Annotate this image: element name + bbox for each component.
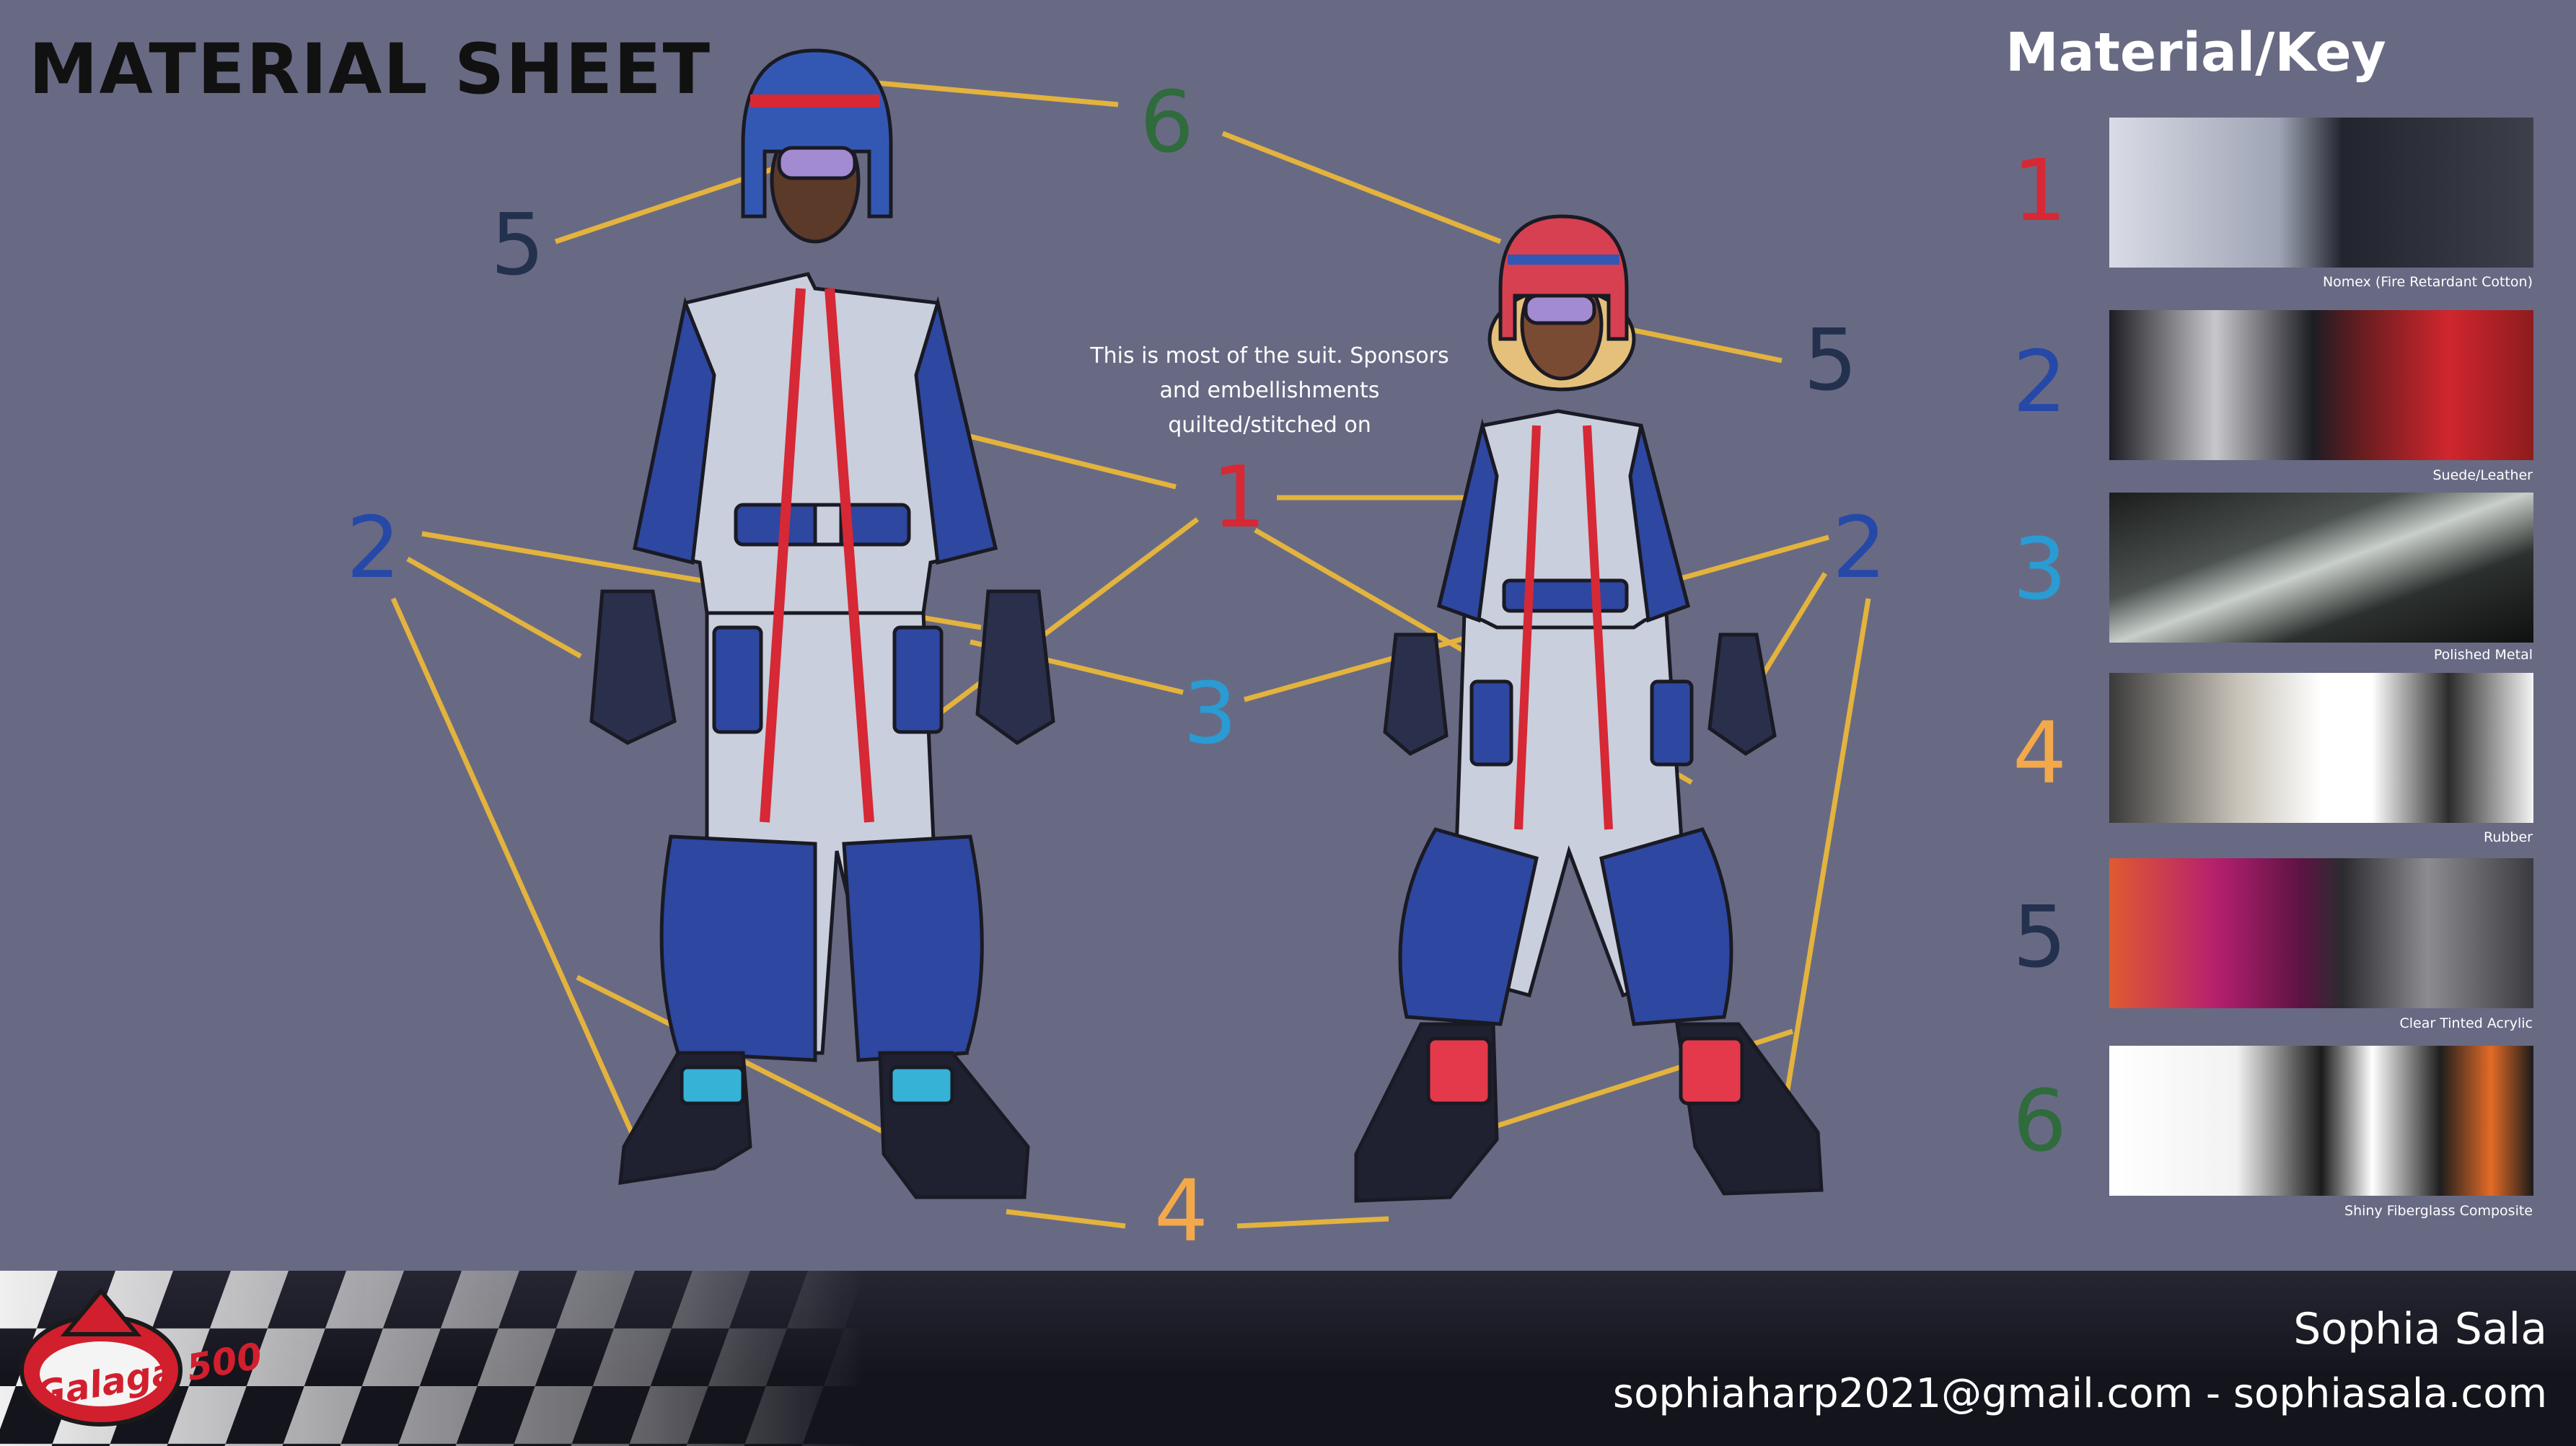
callout-4: 4 [1154,1161,1209,1261]
right-racer-figure [1354,214,1824,1203]
key-number-6: 6 [2013,1071,2067,1171]
galaga-logo-icon [19,1287,183,1427]
callout-5-left: 5 [491,195,545,294]
callout-6: 6 [1140,72,1195,172]
callout-2-left: 2 [346,498,401,597]
key-number-2: 2 [2013,332,2067,431]
caption-metal: Polished Metal [2433,647,2533,663]
swatch-suede [2109,310,2533,460]
key-title: Material/Key [2005,22,2386,84]
callout-3: 3 [1183,664,1238,763]
key-number-4: 4 [2013,703,2067,803]
page-title: MATERIAL SHEET [29,29,712,110]
swatch-metal [2109,493,2533,643]
callout-2-right: 2 [1832,498,1887,597]
caption-nomex: Nomex (Fire Retardant Cotton) [2322,274,2533,290]
suit-note: This is most of the suit. Sponsors and e… [1090,343,1449,438]
callout-1: 1 [1212,447,1267,547]
swatch-nomex [2109,118,2533,268]
key-number-5: 5 [2013,887,2067,987]
contact-info[interactable]: sophiaharp2021@gmail.com - sophiasala.co… [1612,1370,2547,1417]
key-number-1: 1 [2013,141,2067,240]
caption-acrylic: Clear Tinted Acrylic [2399,1015,2533,1031]
key-number-3: 3 [2013,519,2067,619]
swatch-acrylic [2109,858,2533,1008]
swatch-rubber [2109,673,2533,823]
author-name: Sophia Sala [2293,1304,2547,1354]
swatch-fiberglass [2109,1046,2533,1196]
caption-suede: Suede/Leather [2432,467,2533,483]
caption-rubber: Rubber [2483,829,2533,845]
left-racer-figure [589,48,1055,1199]
callout-5-right: 5 [1803,310,1858,410]
caption-fiberglass: Shiny Fiberglass Composite [2344,1203,2533,1219]
